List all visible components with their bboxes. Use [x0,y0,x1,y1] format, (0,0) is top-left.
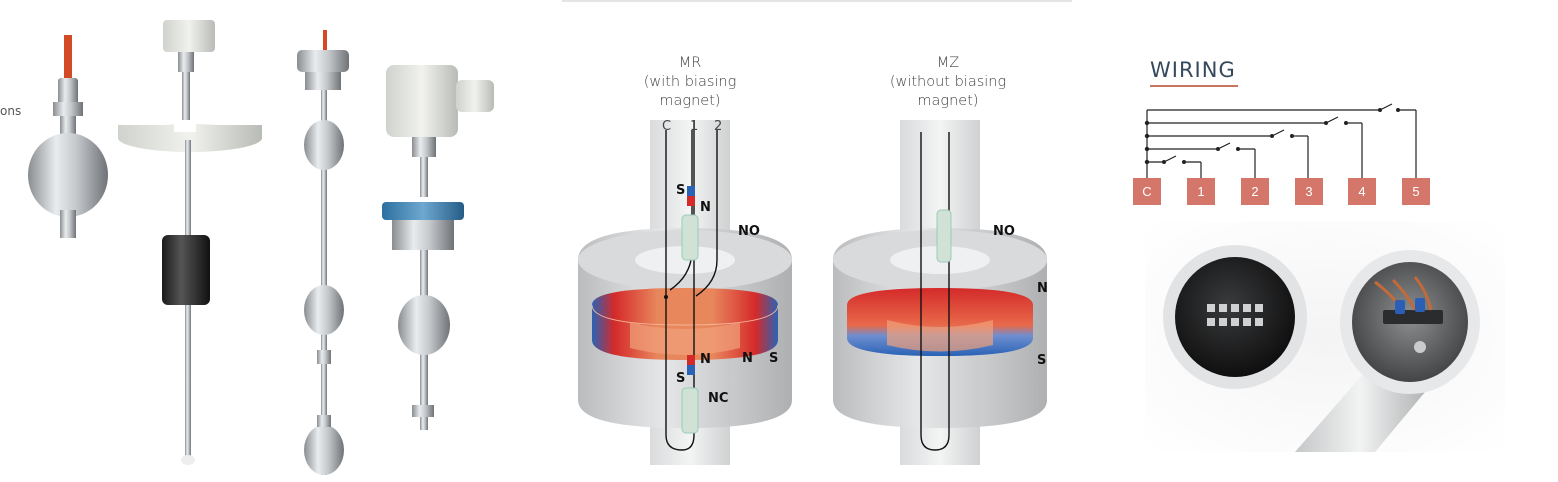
sensor-2-image [118,20,262,465]
mr-pin-2: 2 [714,119,722,134]
mr-nc-label: NC [708,391,728,406]
mr-title: MR [678,55,702,71]
mz-label: MZ (without biasing magnet) [873,54,1023,111]
sensor-4-image [382,65,494,430]
mz-ring-n-label: N [1037,281,1048,296]
mr-top-s-label: S [676,183,685,198]
terminal-4: 4 [1348,178,1376,205]
mr-subtitle-line-1: (with biasing [643,74,737,90]
mz-diagram: NO N S [833,120,1048,465]
terminal-3: 3 [1295,178,1323,205]
mr-ring-s-label: S [769,351,778,366]
mz-ring-s-label: S [1037,353,1046,368]
mr-pin-1: 1 [690,119,698,134]
wiring-title: WIRING [1150,58,1236,82]
terminal-5: 5 [1402,178,1430,205]
product-photos [28,20,494,475]
wiring-title-underline [1150,85,1238,87]
sensor-1-image [28,35,108,238]
mr-pin-c: C [662,119,671,134]
mr-top-n-label: N [700,200,711,215]
mr-label: MR (with biasing magnet) [615,54,765,111]
mz-subtitle-line-1: (without biasing [889,74,1007,90]
mr-no-label: NO [738,224,760,239]
wiring-schematic [1144,103,1417,178]
mz-subtitle-line-2: magnet) [917,93,979,109]
mz-title: MZ [936,55,960,71]
mr-subtitle-line-2: magnet) [659,93,721,109]
terminal-1: 1 [1187,178,1215,205]
sensor-3-image [297,30,349,475]
mz-no-label: NO [993,224,1015,239]
wiring-photo [1145,222,1505,452]
terminal-2: 2 [1241,178,1269,205]
mr-diagram: C 1 2 S N NO N S N S NC [578,119,792,465]
cut-off-text: ons [0,104,22,118]
top-divider [562,0,1072,2]
mr-bottom-n-label: N [700,352,711,367]
terminal-c: C [1133,178,1161,205]
mr-ring-n-label: N [742,351,753,366]
mr-bottom-s-label: S [676,371,685,386]
